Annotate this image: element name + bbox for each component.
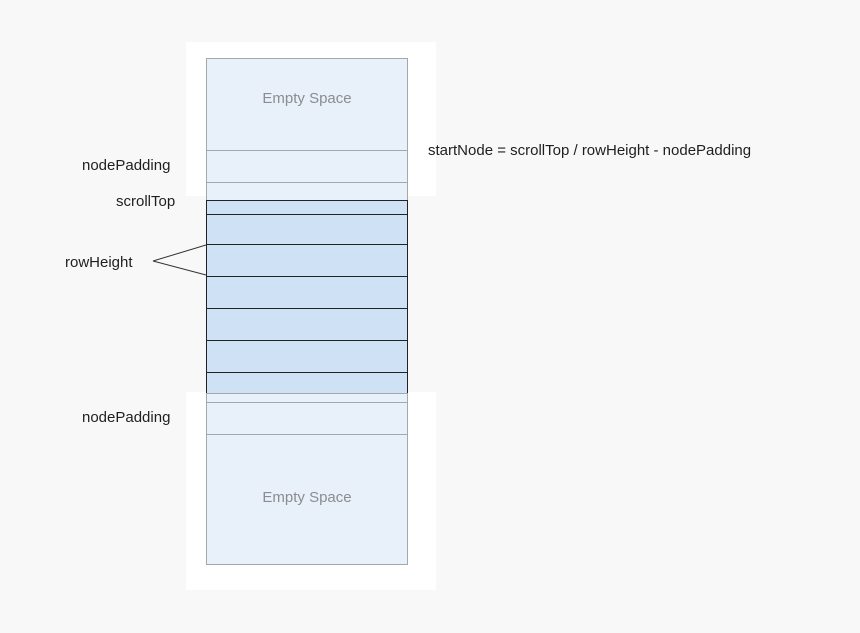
row-height-pointer-upper-line [152,244,207,262]
node-padding-top-block [206,150,408,183]
row-height-pointer-lower-line [152,260,207,276]
empty-space-top-label: Empty Space [262,90,352,107]
start-node-formula: startNode = scrollTop / rowHeight - node… [428,142,752,159]
row-height-label: rowHeight [65,254,133,271]
empty-space-bottom-label: Empty Space [262,489,352,506]
node-padding-top-label: nodePadding [82,157,171,174]
node-padding-bottom-block [206,402,408,435]
empty-space-top: Empty Space [206,58,408,151]
node-padding-bottom-label: nodePadding [82,409,171,426]
scroll-top-label: scrollTop [116,193,176,210]
empty-space-bottom: Empty Space [206,434,408,565]
